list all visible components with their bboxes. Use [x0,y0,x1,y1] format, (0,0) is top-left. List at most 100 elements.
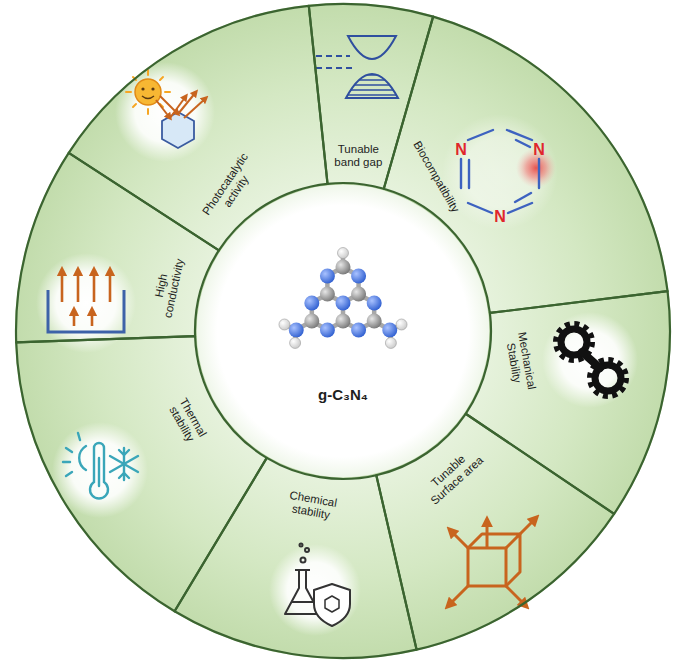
conductivity-icon [48,290,124,332]
center-disc [195,183,491,479]
property-sector: High conductivity [13,150,221,345]
band-gap-icon [346,74,398,75]
triazine-ring-icon [507,130,532,140]
atom-ball [289,323,304,338]
atom-ball [367,314,382,329]
conductivity-icon [91,310,94,326]
band-gap-icon [316,36,398,98]
sector-label: Thermal stability [160,388,214,455]
cube-expansion-icon [520,518,536,534]
atom-ball [382,323,397,338]
triazine-ring-icon [538,159,540,188]
conductivity-icon [62,270,110,326]
thermometer-icon [98,458,100,486]
circle-outline [196,184,490,478]
icon-glow [115,62,215,162]
conductivity-icon [77,270,80,302]
sector-outline [175,458,417,658]
gears-icon [556,324,626,396]
cube-expansion-icon [448,518,536,606]
triazine-ring-icon [460,159,462,188]
atom-label: N [494,209,506,225]
flask-shield-icon [325,596,339,612]
band-gap-icon [346,89,398,90]
atom-label: N [455,142,467,158]
gears-icon [582,352,600,368]
thermometer-icon [110,456,138,472]
flask-shield-icon [301,558,306,563]
photocatalysis-icon [126,70,206,148]
band-gap-icon [346,79,398,80]
sector-outline [16,153,219,343]
photocatalysis-icon [165,91,170,93]
atom-ball [304,296,319,311]
property-sector: Thermal stability [13,334,269,615]
thermometer-icon [66,448,72,452]
icon-glow [542,312,638,408]
thermometer-icon [90,443,108,498]
flask-shield-icon [300,544,303,547]
atom-ball [336,314,351,329]
photocatalysis-icon [147,109,149,114]
cube-expansion-icon [468,548,506,586]
conductivity-icon [93,270,96,302]
band-gap-icon [348,36,396,59]
sector-outline [13,150,221,345]
sector-outline [16,336,267,611]
atom-ball [304,314,319,329]
photocatalysis-icon [160,77,163,80]
photocatalysis-icon [133,104,136,107]
atom-ball [351,323,366,338]
triazine-ring-icon [468,130,493,140]
atom-ball [351,269,366,284]
sector-label: Tunable band gap [327,142,389,168]
cube-expansion-icon [450,530,468,548]
center-circle: g-C₃N₄ [195,183,491,479]
icon-glow [36,62,638,636]
flask-shield-icon [314,584,350,626]
photocatalysis-icon [126,91,131,93]
cube-expansion-icon [468,534,520,586]
thermometer-icon [63,433,138,498]
thermometer-icon [78,433,80,440]
outer-ring [15,3,671,659]
compound-label: g-C₃N₄ [298,386,388,403]
triazine-ring-icon [508,203,532,213]
thermometer-icon [79,446,86,470]
band-gap-icon [316,67,352,69]
property-sector: Biocompatibility [381,13,671,315]
sector-outline [13,334,269,615]
photocatalysis-icon [147,70,149,75]
triazine-ring-icon [515,193,531,202]
sector-outline [374,411,617,653]
heptazine-molecule [279,248,407,349]
thermometer-icon [63,461,70,463]
atom-ball [367,296,382,311]
photocatalysis-icon [156,92,206,118]
cube-expansion-icon [448,586,468,606]
flask-shield-icon [295,569,310,571]
flask-shield-icon [305,548,309,552]
atom-ball [320,269,335,284]
sector-label: Photocatalytic activity [196,145,265,229]
atom-ball [320,287,335,302]
property-sector: Chemical stability [172,455,419,661]
atom-label: N [533,142,545,158]
flask-shield-icon [285,544,350,627]
atom-ball [338,248,349,259]
band-gap-icon [346,69,398,70]
conductivity-icon [73,310,76,326]
property-sector: Photocatalytic activity [65,2,330,253]
sector-label: Mechanical Stability [501,324,540,401]
thermometer-icon [66,472,72,476]
atom-ball [336,296,351,311]
circle-outline [195,183,491,479]
sector-outline [172,455,419,661]
triazine-ring-icon [468,160,470,188]
sector-outline [384,17,668,313]
atom-ball [320,323,335,338]
triazine-ring-icon [461,130,539,213]
sector-outline [466,291,670,514]
atom-ball [336,260,351,275]
